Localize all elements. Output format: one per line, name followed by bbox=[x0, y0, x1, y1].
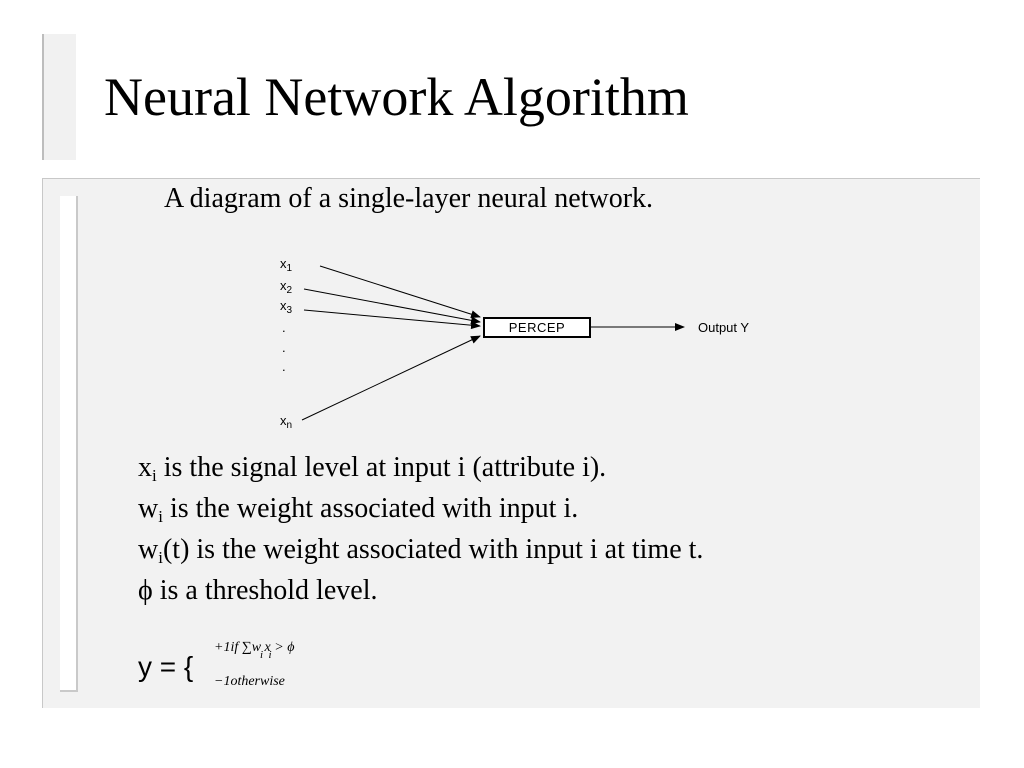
input-label-xn: xn bbox=[280, 413, 292, 431]
definition-phi: ϕ is a threshold level. bbox=[138, 575, 378, 606]
perceptron-node-label: PERCEP bbox=[509, 320, 565, 335]
definition-wit: wi(t) is the weight associated with inpu… bbox=[138, 534, 704, 567]
page-title: Neural Network Algorithm bbox=[104, 67, 689, 127]
definition-xi: xi is the signal level at input i (attri… bbox=[138, 452, 607, 485]
input-edge-3 bbox=[303, 309, 481, 330]
input-edge-2 bbox=[303, 288, 481, 325]
ellipsis-dot: . bbox=[282, 359, 286, 374]
input-edge-n bbox=[301, 335, 481, 421]
equation-case-subscripts: i i bbox=[260, 649, 272, 661]
output-label: Output Y bbox=[698, 320, 749, 335]
definitions-list: xi is the signal level at input i (attri… bbox=[138, 447, 703, 611]
ellipsis-dot: . bbox=[282, 340, 286, 355]
equation-case-positive: +1if ∑w x > ϕ i i bbox=[214, 640, 295, 661]
input-edge-1 bbox=[319, 265, 481, 319]
ellipsis-dot: . bbox=[282, 320, 286, 335]
equation-lhs: y = { bbox=[138, 651, 194, 682]
content-panel bbox=[42, 178, 980, 708]
input-label-x1: x1 bbox=[280, 256, 293, 274]
title-accent-bar bbox=[42, 34, 76, 160]
input-label-x2: x2 bbox=[280, 278, 293, 296]
equation-case-negative: −1otherwise bbox=[214, 674, 285, 689]
definition-wi: wi is the weight associated with input i… bbox=[138, 493, 579, 526]
input-label-x3: x3 bbox=[280, 298, 293, 316]
diagram-caption: A diagram of a single-layer neural netwo… bbox=[164, 183, 654, 214]
content-panel-accent bbox=[60, 196, 78, 692]
